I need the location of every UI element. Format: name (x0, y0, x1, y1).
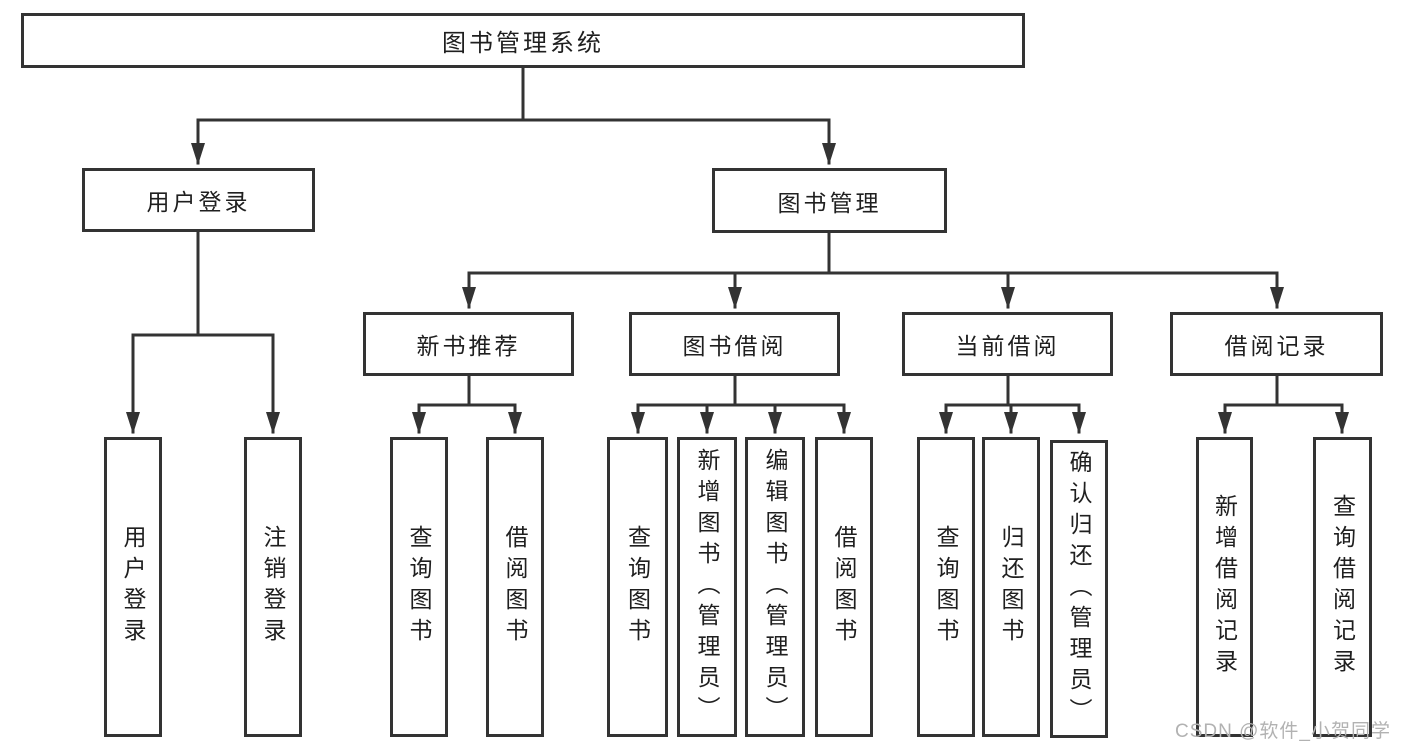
node-label: 借阅图书 (502, 525, 528, 649)
connector-user-login (126, 230, 280, 434)
node-label: 注销登录 (260, 525, 286, 649)
leaf-add-book-admin: 新增图书（管理员） (677, 437, 737, 737)
node-current-borrowing: 当前借阅 (902, 312, 1113, 376)
leaf-query-borrow-record: 查询借阅记录 (1313, 437, 1372, 737)
node-borrowing-records: 借阅记录 (1170, 312, 1383, 376)
leaf-logout: 注销登录 (244, 437, 302, 737)
connector-book-management (462, 231, 1284, 309)
leaf-borrow-books-recommend: 借阅图书 (486, 437, 544, 737)
connector-current-borrowing (939, 374, 1086, 434)
node-label: 归还图书 (998, 525, 1024, 649)
leaf-edit-book-admin: 编辑图书（管理员） (745, 437, 805, 737)
leaf-add-borrow-record: 新增借阅记录 (1196, 437, 1253, 737)
node-label: 借阅记录 (1224, 333, 1329, 359)
node-label: 查询图书 (933, 525, 959, 649)
leaf-user-login: 用户登录 (104, 437, 162, 737)
node-new-book-recommendation: 新书推荐 (363, 312, 574, 376)
leaf-borrow-books-borrowing: 借阅图书 (815, 437, 873, 737)
node-label: 编辑图书（管理员） (762, 447, 788, 727)
connector-root (191, 66, 836, 165)
node-label: 图书借阅 (682, 333, 787, 359)
node-label: 新增借阅记录 (1211, 494, 1238, 680)
node-label: 查询图书 (624, 525, 651, 649)
node-book-management: 图书管理 (712, 168, 947, 233)
node-book-borrowing: 图书借阅 (629, 312, 840, 376)
leaf-query-books-recommend: 查询图书 (390, 437, 448, 737)
leaf-return-books: 归还图书 (982, 437, 1040, 737)
node-label: 用户登录 (146, 189, 251, 215)
node-label: 查询图书 (406, 525, 432, 649)
connector-borrowing-records (1218, 374, 1349, 434)
node-user-login: 用户登录 (82, 168, 315, 232)
node-label: 查询借阅记录 (1329, 494, 1356, 680)
watermark-text: CSDN @软件_小贺同学 (1175, 721, 1391, 742)
node-label: 新书推荐 (416, 333, 521, 359)
connector-book-borrowing (631, 374, 851, 434)
node-label: 新增图书（管理员） (694, 447, 720, 727)
leaf-confirm-return-admin: 确认归还（管理员） (1050, 440, 1108, 738)
node-label: 确认归还（管理员） (1066, 449, 1092, 729)
node-label: 借阅图书 (831, 525, 857, 649)
node-library-system-root: 图书管理系统 (21, 13, 1025, 68)
node-label: 用户登录 (120, 525, 146, 649)
connector-new-book-recommendation (412, 374, 522, 434)
node-label: 图书管理系统 (442, 30, 604, 57)
node-label: 当前借阅 (955, 333, 1060, 359)
node-label: 图书管理 (777, 189, 882, 216)
leaf-query-books-borrowing: 查询图书 (607, 437, 668, 737)
leaf-query-books-current: 查询图书 (917, 437, 975, 737)
